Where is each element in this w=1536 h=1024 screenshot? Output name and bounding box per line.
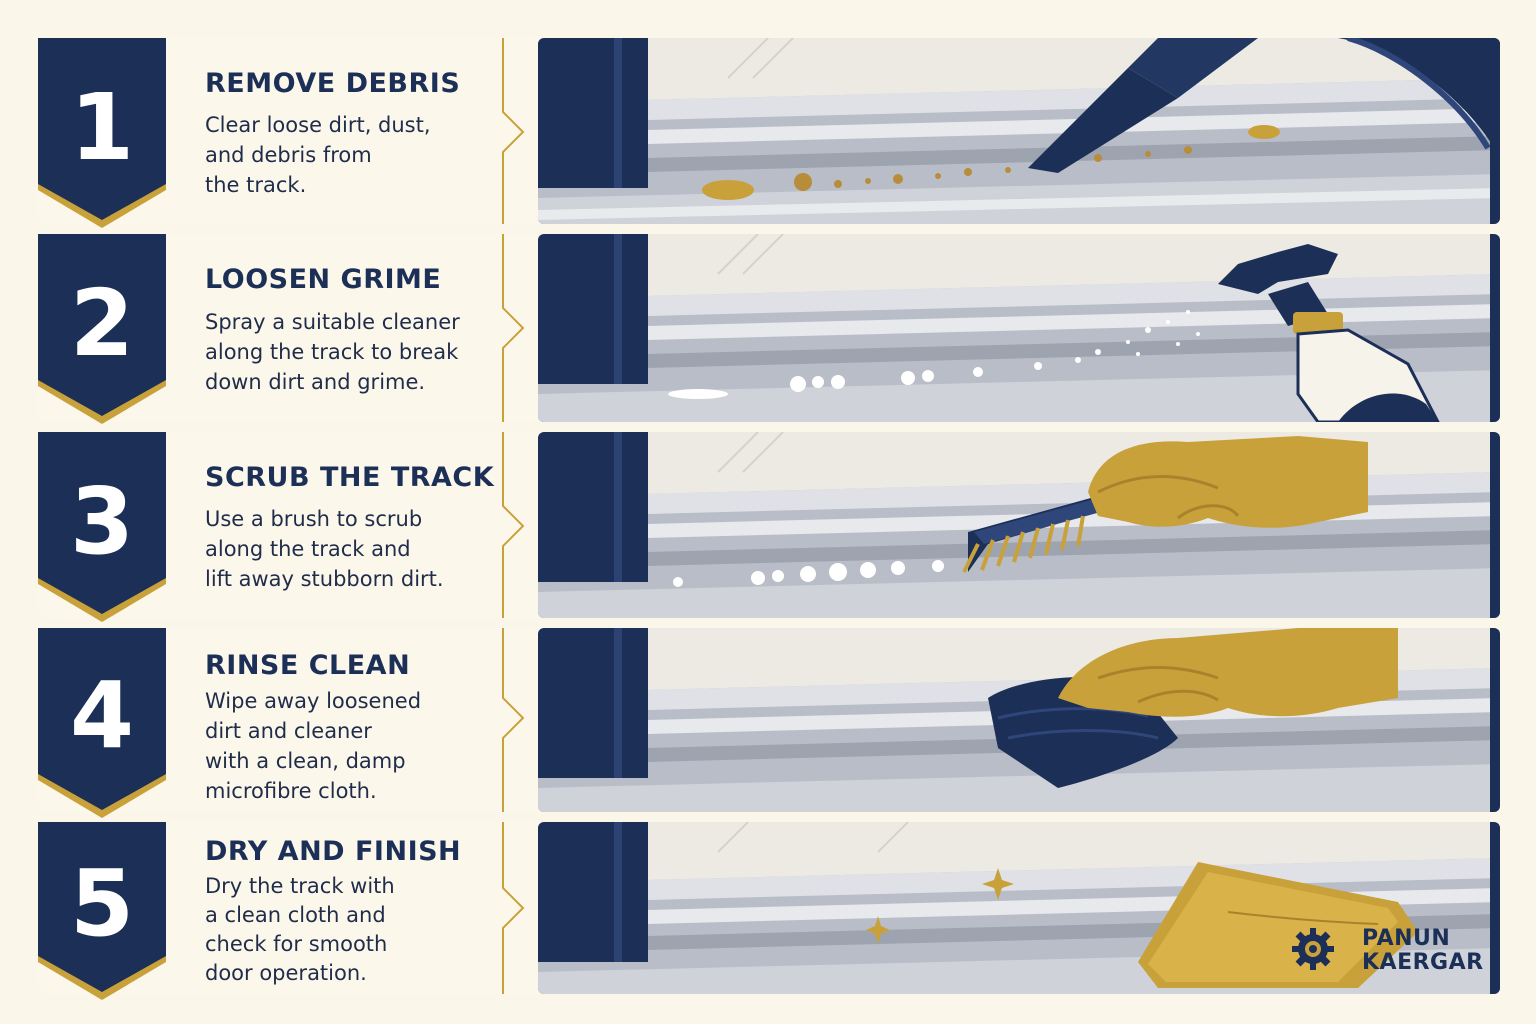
gloved-hand-icon xyxy=(1088,436,1368,528)
description-line: Clear loose dirt, dust, xyxy=(205,113,431,137)
step-description: Use a brush to scrub along the track and… xyxy=(205,504,505,594)
step-title: SCRUB THE TRACK xyxy=(205,462,495,493)
chevron-divider-icon xyxy=(499,432,529,622)
description-line: microfibre cloth. xyxy=(205,779,377,803)
description-line: check for smooth xyxy=(205,932,388,956)
step-number: 1 xyxy=(69,74,134,181)
track-illustration xyxy=(538,628,1500,812)
step-title: LOOSEN GRIME xyxy=(205,264,442,295)
description-line: along the track and xyxy=(205,537,411,561)
step-title: DRY AND FINISH xyxy=(205,836,462,867)
description-line: Use a brush to scrub xyxy=(205,507,423,531)
description-line: along the track to break xyxy=(205,340,459,364)
step-number-badge xyxy=(38,628,166,820)
step-4: 4 RINSE CLEAN Wipe away loosened dirt an… xyxy=(38,628,1500,818)
track-illustration xyxy=(538,234,1500,422)
description-line: lift away stubborn dirt. xyxy=(205,567,444,591)
description-line: Spray a suitable cleaner xyxy=(205,310,460,334)
step-3: 3 SCRUB THE TRACK Use a brush to scrub a… xyxy=(38,432,1500,622)
step-number: 2 xyxy=(69,270,134,377)
foam-icon xyxy=(668,357,1081,399)
sparkle-icon xyxy=(866,868,1014,944)
description-line: Wipe away loosened xyxy=(205,689,422,713)
description-line: the track. xyxy=(205,173,307,197)
step-number-badge xyxy=(38,38,166,230)
chevron-divider-icon xyxy=(499,38,529,228)
brand-logo: PANUN KAERGAR xyxy=(1290,926,1490,974)
step-number-badge xyxy=(38,234,166,426)
track-illustration xyxy=(538,38,1500,224)
gear-icon xyxy=(1292,928,1334,970)
logo-line-1: PANUN xyxy=(1362,926,1451,951)
step-description: Spray a suitable cleaner along the track… xyxy=(205,307,505,397)
step-title: RINSE CLEAN xyxy=(205,650,411,681)
folded-cloth-icon xyxy=(1138,862,1418,988)
step-title: REMOVE DEBRIS xyxy=(205,68,461,99)
vacuum-nozzle-icon xyxy=(1028,38,1500,173)
step-number: 3 xyxy=(69,468,134,575)
spray-bottle-icon xyxy=(1218,244,1440,422)
step-description: Wipe away loosened dirt and cleaner with… xyxy=(205,686,505,806)
description-line: dirt and cleaner xyxy=(205,719,372,743)
description-line: door operation. xyxy=(205,961,367,985)
description-line: Dry the track with xyxy=(205,874,395,898)
description-line: and debris from xyxy=(205,143,372,167)
description-line: with a clean, damp xyxy=(205,749,406,773)
step-2: 2 LOOSEN GRIME Spray a suitable cleaner … xyxy=(38,234,1500,424)
track-illustration xyxy=(538,822,1500,994)
step-description: Clear loose dirt, dust, and debris from … xyxy=(205,110,505,200)
chevron-divider-icon xyxy=(499,234,529,426)
step-number-badge xyxy=(38,432,166,624)
spray-mist-icon xyxy=(1095,310,1200,356)
step-number-badge xyxy=(38,822,166,1002)
chevron-divider-icon xyxy=(499,628,529,816)
chevron-divider-icon xyxy=(499,822,529,998)
logo-line-2: KAERGAR xyxy=(1362,950,1484,975)
step-1: 1 REMOVE DEBRIS Clear loose dirt, dust, … xyxy=(38,38,1500,228)
gloved-hand-icon xyxy=(1058,628,1398,717)
step-description: Dry the track with a clean cloth and che… xyxy=(205,872,505,988)
step-number: 4 xyxy=(69,662,134,769)
debris-icon xyxy=(702,125,1280,200)
description-line: a clean cloth and xyxy=(205,903,386,927)
scrub-brush-icon xyxy=(962,496,1118,573)
step-number: 5 xyxy=(69,850,134,957)
description-line: down dirt and grime. xyxy=(205,370,426,394)
step-5: 5 DRY AND FINISH Dry the track with a cl… xyxy=(38,822,1500,1000)
track-illustration xyxy=(538,432,1500,618)
foam-icon xyxy=(673,560,944,587)
